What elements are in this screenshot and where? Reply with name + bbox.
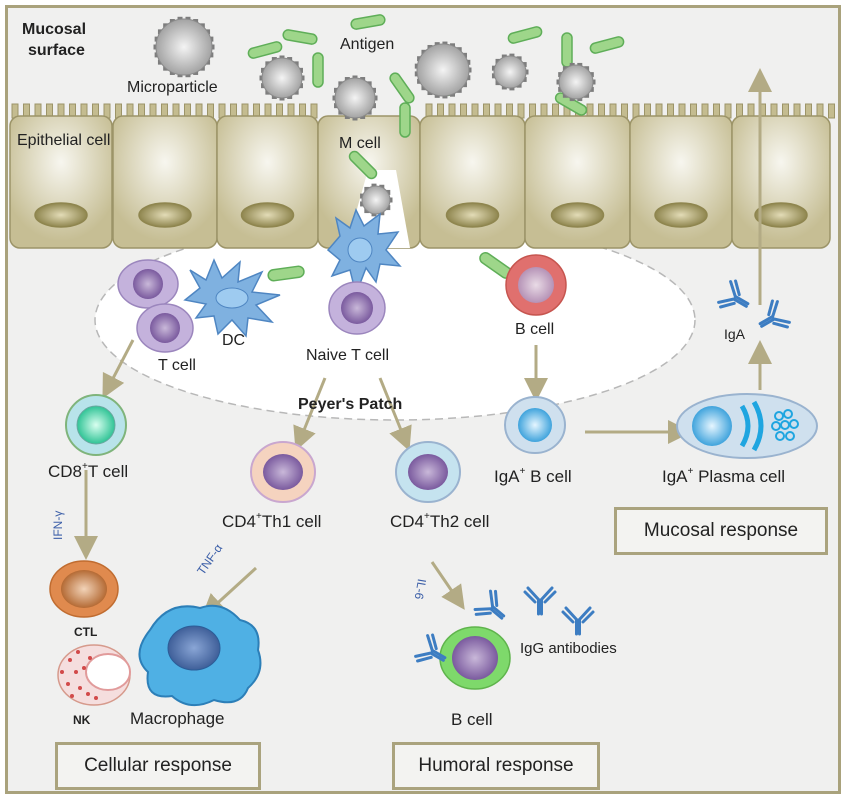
epithelial-cell (629, 115, 733, 249)
nk-label: NK (73, 713, 91, 727)
cellular-response-box: Cellular response (55, 742, 261, 790)
antigen-rod-icon (507, 26, 543, 44)
nucleus (550, 202, 605, 228)
epithelial-cell (524, 115, 631, 249)
naive-t-cell-label: Naive T cell (306, 347, 389, 364)
mucosal-surface-label: Mucosal (22, 21, 87, 38)
nucleus (138, 202, 192, 228)
granule (60, 670, 64, 674)
epithelium-layer (9, 103, 835, 249)
arrow (102, 339, 135, 399)
epithelial-cell (731, 115, 831, 249)
antibody-group (414, 279, 791, 663)
microparticle-icon (153, 16, 215, 78)
granule (78, 686, 82, 690)
microparticle-icon (556, 62, 596, 102)
b-cell-igg (439, 626, 511, 690)
microparticle-icon (360, 183, 393, 217)
iga-plasma-cell (676, 393, 818, 459)
nucleus (34, 202, 88, 228)
naive-t-cell (328, 281, 386, 335)
iga-antibody-icon (758, 299, 791, 329)
nk-cell (57, 644, 131, 706)
cd4-th1-cell-label: CD4+Th1 cell (222, 511, 322, 531)
epithelial-cell (216, 115, 319, 249)
epithelial-cell-label: Epithelial cell (17, 132, 111, 149)
cd4-th2-cell-label: CD4+Th2 cell (390, 511, 490, 531)
iga-b-cell (504, 396, 566, 454)
antigen-rod-icon (389, 72, 415, 104)
t-cell-upper (117, 259, 179, 309)
epithelial-cell (9, 115, 113, 249)
b-cell-naive (479, 251, 567, 316)
epithelial-cell (112, 115, 218, 249)
macrophage-cell (138, 604, 262, 707)
arrow (378, 377, 412, 452)
antigen-rod-icon (399, 102, 411, 138)
peyers-patch-label: Peyer's Patch (298, 396, 403, 413)
dendritic-cell-m-cell (326, 208, 402, 297)
antigen-rod-icon (348, 150, 378, 180)
arrow (430, 561, 465, 610)
antigen-rod-icon (350, 14, 386, 30)
mucosal-surface-label-line2: surface (28, 42, 85, 59)
granule (70, 694, 74, 698)
ctl-label: CTL (74, 625, 98, 639)
microparticle-icon (414, 41, 472, 99)
cd4-th2-cell (395, 441, 461, 503)
igg-antibody-icon (561, 606, 595, 636)
t-cell-label: T cell (158, 357, 196, 374)
antigen-rod-icon (282, 29, 318, 45)
b-cell-igg-label: B cell (451, 710, 493, 729)
igg-antibody-icon (473, 589, 506, 620)
antigen-rod-icon (589, 36, 625, 54)
cd4-th1-cell (250, 441, 316, 503)
iga-b-cell-label: IgA+ B cell (494, 466, 572, 486)
igg-antibody-icon (523, 586, 557, 616)
ctl-cell (49, 560, 119, 618)
b-cell-label: B cell (515, 321, 555, 338)
il6-label: IL-6 (411, 577, 429, 601)
granule (76, 650, 80, 654)
arrow (201, 566, 258, 619)
microparticle-icon (259, 55, 305, 101)
nucleus (240, 202, 295, 228)
granule (82, 666, 86, 670)
t-cell-lower (136, 303, 194, 353)
antigen-rod-icon (561, 32, 573, 68)
igg-antibody-icon (414, 633, 447, 663)
granule (88, 656, 92, 660)
granule (86, 692, 90, 696)
humoral-response-box: Humoral response (392, 742, 600, 790)
microparticle-label: Microparticle (127, 79, 218, 96)
granule (74, 670, 78, 674)
epithelial-cell (419, 115, 526, 249)
cd8-t-cell (65, 394, 127, 456)
cd8-t-cell-label: CD8+T cell (48, 461, 129, 481)
iga-plasma-cell-label: IgA+ Plasma cell (662, 466, 786, 486)
m-cell-label: M cell (339, 135, 381, 152)
mucosal-response-box: Mucosal response (614, 507, 828, 555)
dc-label: DC (222, 332, 246, 349)
microparticle-icon (332, 75, 378, 121)
microparticle-group (153, 16, 596, 217)
nucleus (654, 202, 708, 228)
ifn-gamma-label: IFN-γ (51, 510, 65, 540)
dendritic-cell (183, 258, 305, 338)
nucleus (445, 202, 500, 228)
antigen-rod-icon (247, 41, 283, 59)
granule (68, 658, 72, 662)
arrow (293, 377, 327, 452)
igg-antibodies-label: IgG antibodies (520, 640, 617, 657)
iga-antibody-icon (717, 279, 750, 309)
iga-label: IgA (724, 326, 746, 342)
microparticle-icon (491, 53, 529, 91)
nucleus (754, 202, 808, 228)
antigen-label: Antigen (340, 36, 395, 53)
granule (94, 696, 98, 700)
arrow-group (74, 68, 772, 619)
macrophage-label: Macrophage (130, 709, 225, 728)
granule (66, 682, 70, 686)
antigen-rod-icon (312, 52, 324, 88)
